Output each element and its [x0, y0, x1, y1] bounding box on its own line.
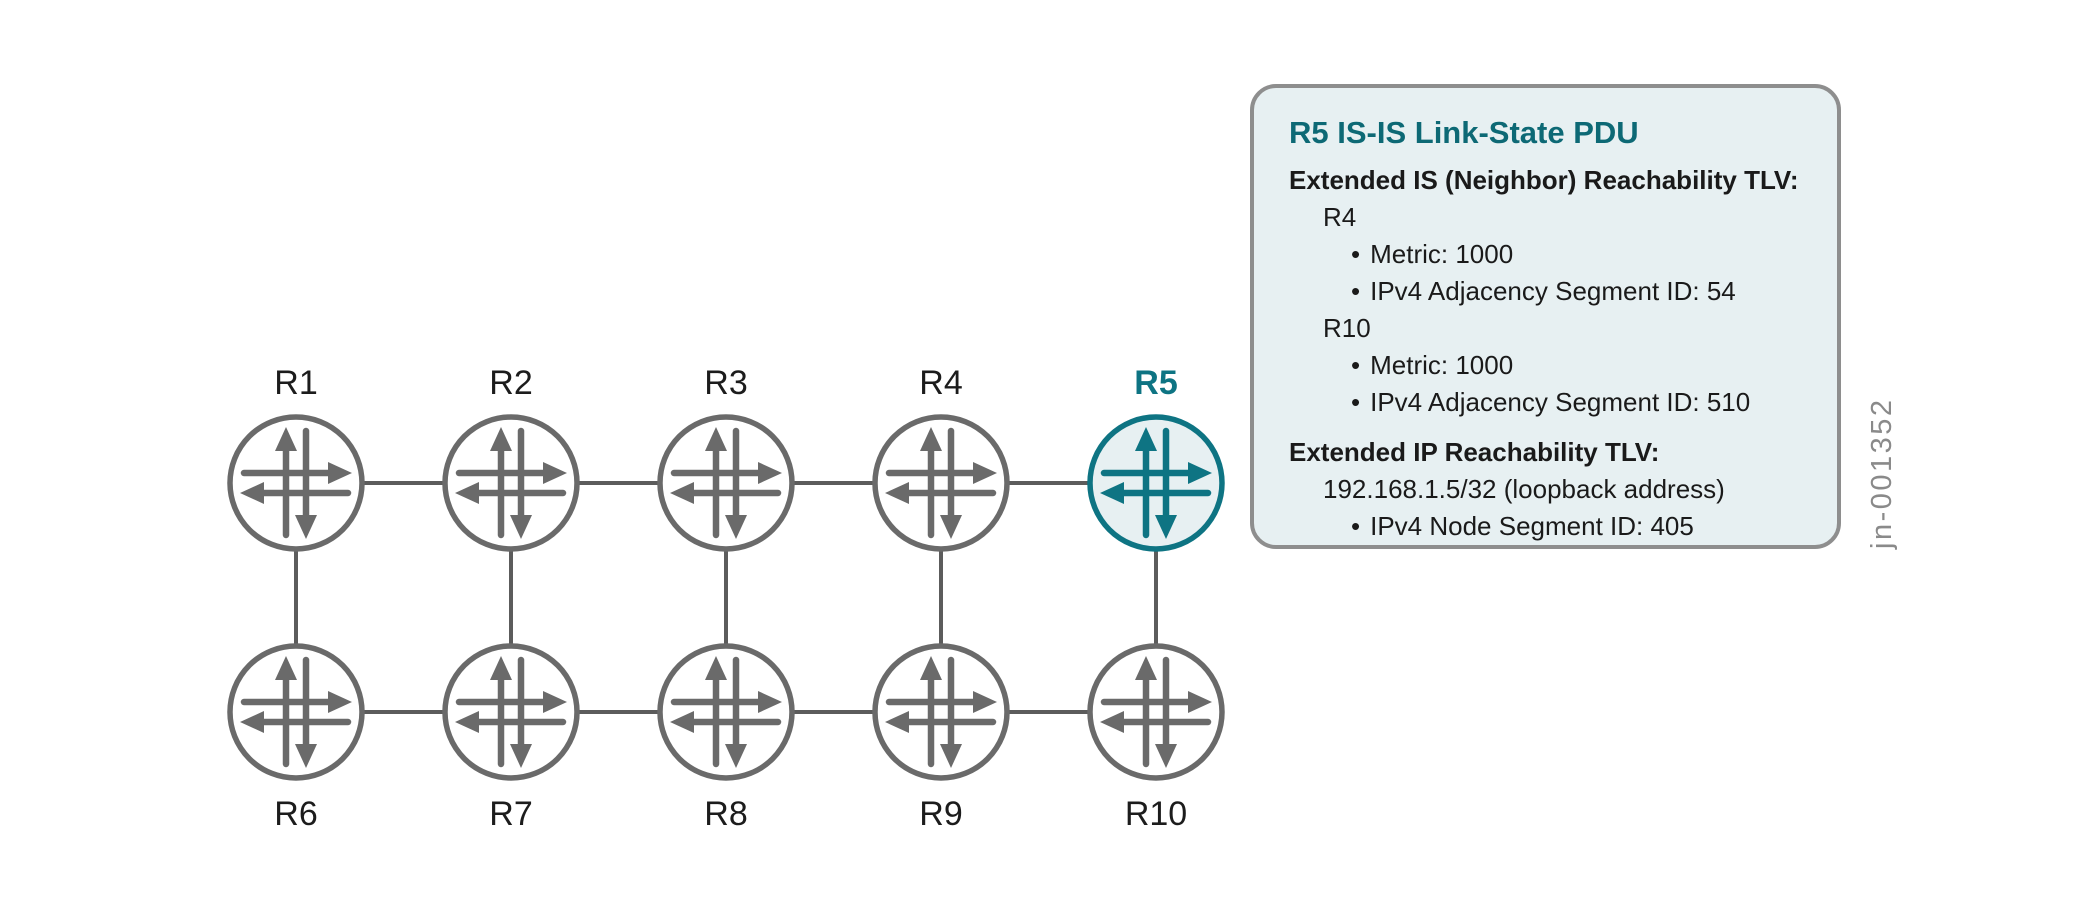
pdu-info-box: R5 IS-IS Link-State PDU Extended IS (Nei…: [1250, 84, 1841, 549]
pdu-entry-name: R4: [1323, 202, 1357, 232]
router-node-R5: R5: [1087, 364, 1225, 552]
router-label: R7: [489, 795, 532, 833]
pdu-entry-name: R10: [1323, 313, 1371, 343]
router-label: R5: [1134, 364, 1177, 402]
pdu-sections: Extended IS (Neighbor) Reachability TLV:…: [1289, 162, 1827, 545]
router-arrows-icon: [455, 656, 567, 768]
router-label: R1: [274, 364, 317, 402]
router-label: R3: [704, 364, 747, 402]
router-circle: [872, 414, 1010, 552]
router-circle: [227, 643, 365, 781]
pdu-bullet-text: IPv4 Node Segment ID: 405: [1370, 511, 1694, 541]
router-node-R9: R9: [872, 643, 1010, 833]
pdu-entry-name: 192.168.1.5/32 (loopback address): [1323, 474, 1725, 504]
router-circle: [442, 643, 580, 781]
router-circle: [1087, 643, 1225, 781]
router-circle: [657, 414, 795, 552]
pdu-bullet-text: IPv4 Adjacency Segment ID: 510: [1370, 387, 1751, 417]
router-circle: [227, 414, 365, 552]
pdu-box-title: R5 IS-IS Link-State PDU: [1289, 115, 1639, 150]
router-label: R2: [489, 364, 532, 402]
router-circle: [657, 643, 795, 781]
bullet-icon: •: [1351, 276, 1361, 306]
figure-id-label: jn-001352: [1866, 397, 1898, 550]
pdu-bullet-text: IPv4 Adjacency Segment ID: 54: [1370, 276, 1736, 306]
router-arrows-icon: [670, 427, 782, 539]
pdu-section-heading: Extended IP Reachability TLV:: [1289, 437, 1660, 467]
router-node-R2: R2: [442, 364, 580, 552]
pdu-bullet-text: Metric: 1000: [1370, 239, 1514, 269]
pdu-section: Extended IS (Neighbor) Reachability TLV:…: [1289, 162, 1827, 421]
pdu-bullet-item: • IPv4 Adjacency Segment ID: 54: [1289, 273, 1827, 310]
router-node-R7: R7: [442, 643, 580, 833]
router-arrows-icon: [1100, 656, 1212, 768]
router-arrows-icon: [670, 656, 782, 768]
router-node-R8: R8: [657, 643, 795, 833]
router-circle: [872, 643, 1010, 781]
router-label: R6: [274, 795, 317, 833]
router-node-R10: R10: [1087, 643, 1225, 833]
bullet-icon: •: [1351, 387, 1361, 417]
router-arrows-icon: [455, 427, 567, 539]
pdu-bullet-item: • Metric: 1000: [1289, 347, 1827, 384]
router-label: R4: [919, 364, 962, 402]
router-arrows-icon: [1100, 427, 1212, 539]
router-arrows-icon: [885, 427, 997, 539]
router-arrows-icon: [240, 427, 352, 539]
router-circle: [442, 414, 580, 552]
router-node-R3: R3: [657, 364, 795, 552]
pdu-bullet-text: Metric: 1000: [1370, 350, 1514, 380]
router-label: R8: [704, 795, 747, 833]
pdu-section: Extended IP Reachability TLV: 192.168.1.5…: [1289, 434, 1827, 545]
bullet-icon: •: [1351, 239, 1361, 269]
bullet-icon: •: [1351, 511, 1361, 541]
pdu-bullet-item: • IPv4 Node Segment ID: 405: [1289, 508, 1827, 545]
bullet-icon: •: [1351, 350, 1361, 380]
router-arrows-icon: [885, 656, 997, 768]
router-node-R1: R1: [227, 364, 365, 552]
router-circle: [1087, 414, 1225, 552]
pdu-bullet-item: • IPv4 Adjacency Segment ID: 510: [1289, 384, 1827, 421]
router-arrows-icon: [240, 656, 352, 768]
router-node-R6: R6: [227, 643, 365, 833]
router-node-R4: R4: [872, 364, 1010, 552]
pdu-bullet-item: • Metric: 1000: [1289, 236, 1827, 273]
router-label: R9: [919, 795, 962, 833]
pdu-section-heading: Extended IS (Neighbor) Reachability TLV:: [1289, 165, 1799, 195]
router-label: R10: [1125, 795, 1187, 833]
